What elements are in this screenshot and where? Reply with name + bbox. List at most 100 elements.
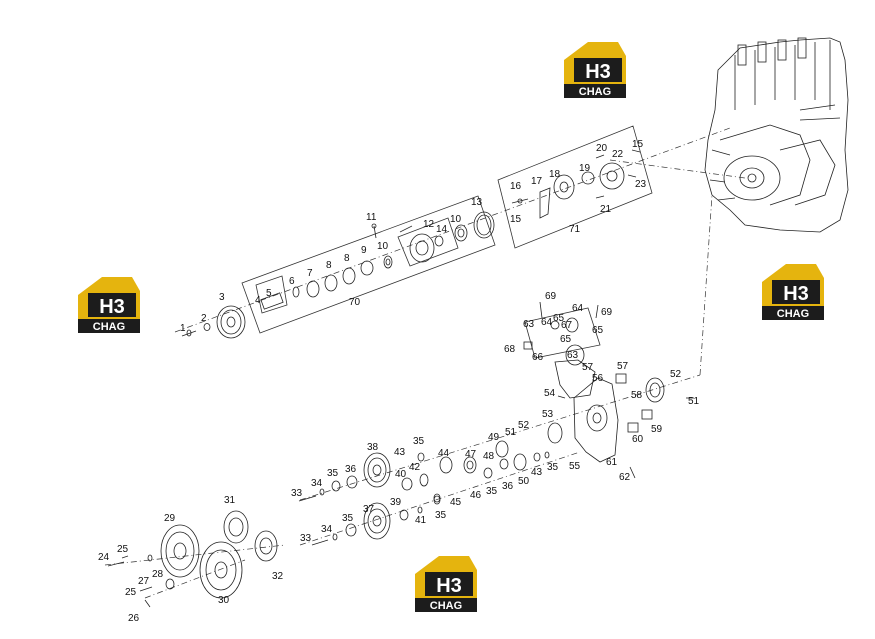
callout-30: 30: [218, 595, 230, 606]
watermark-logo-left: H3 CHAG: [74, 273, 144, 339]
callout-43a: 43: [394, 447, 406, 458]
callout-65a: 65: [553, 313, 565, 324]
callout-19: 19: [579, 163, 591, 174]
callout-44: 44: [438, 448, 450, 459]
callout-7: 7: [307, 268, 313, 279]
callout-26: 26: [128, 613, 140, 624]
callout-4: 4: [255, 295, 261, 306]
callout-27: 27: [138, 576, 150, 587]
svg-text:H3: H3: [783, 283, 809, 305]
lower-gear-parts: [107, 301, 694, 608]
callout-57b: 57: [617, 361, 629, 372]
callout-39: 39: [390, 497, 402, 508]
callout-21: 21: [600, 204, 612, 215]
callout-33a: 33: [291, 488, 303, 499]
callout-45: 45: [450, 497, 462, 508]
callout-3: 3: [219, 292, 225, 303]
callout-61: 61: [606, 457, 618, 468]
callout-25b: 25: [125, 587, 137, 598]
callout-64b: 64: [572, 303, 584, 314]
callout-35f: 35: [547, 462, 559, 473]
callout-38: 38: [367, 442, 379, 453]
callout-labels: 1 2 3 4 5 6 7 8 8 9 10 10 11 12 13 14 15…: [98, 139, 700, 624]
callout-14: 14: [436, 224, 448, 235]
callout-9: 9: [361, 245, 367, 256]
callout-71: 71: [569, 224, 581, 235]
callout-29: 29: [164, 513, 176, 524]
upper-shaft-parts: [181, 149, 641, 339]
callout-43b: 43: [531, 467, 543, 478]
callout-63a: 63: [523, 319, 535, 330]
callout-48: 48: [483, 451, 495, 462]
callout-32: 32: [272, 571, 284, 582]
callout-18: 18: [549, 169, 561, 180]
h3-logo-icon: H3 CHAG: [415, 556, 477, 612]
callout-67: 67: [561, 320, 573, 331]
watermark-logo-right: H3 CHAG: [758, 260, 828, 326]
callout-51b: 51: [688, 396, 700, 407]
callout-16: 16: [510, 181, 522, 192]
callout-5: 5: [266, 288, 272, 299]
callout-15a: 15: [510, 214, 522, 225]
h3-logo-icon: H3 CHAG: [78, 277, 140, 333]
callout-1: 1: [180, 323, 186, 334]
callout-65b: 65: [560, 334, 572, 345]
callout-42: 42: [409, 462, 421, 473]
callout-33b: 33: [300, 533, 312, 544]
callout-47: 47: [465, 449, 477, 460]
callout-25a: 25: [117, 544, 129, 555]
callout-10a: 10: [377, 241, 389, 252]
svg-text:CHAG: CHAG: [579, 86, 611, 98]
h3-logo-icon: H3 CHAG: [762, 264, 824, 320]
callout-31: 31: [224, 495, 236, 506]
callout-37: 37: [363, 504, 375, 515]
callout-69a: 69: [545, 291, 557, 302]
callout-36b: 36: [502, 481, 514, 492]
callout-41: 41: [415, 515, 427, 526]
callout-35a: 35: [327, 468, 339, 479]
callout-35c: 35: [413, 436, 425, 447]
callout-50: 50: [518, 476, 530, 487]
group-box-70: [241, 195, 496, 334]
group-box-71: [497, 125, 653, 249]
callout-49: 49: [488, 432, 500, 443]
callout-68: 68: [504, 344, 516, 355]
callout-58: 58: [631, 390, 643, 401]
callout-8a: 8: [326, 260, 332, 271]
callout-24: 24: [98, 552, 110, 563]
callout-66: 66: [532, 352, 544, 363]
callout-36a: 36: [345, 464, 357, 475]
callout-23: 23: [635, 179, 647, 190]
callout-10b: 10: [450, 214, 462, 225]
callout-35e: 35: [486, 486, 498, 497]
callout-34a: 34: [311, 478, 323, 489]
callout-13: 13: [471, 197, 483, 208]
callout-55: 55: [569, 461, 581, 472]
svg-text:H3: H3: [585, 61, 611, 83]
callout-34b: 34: [321, 524, 333, 535]
callout-54: 54: [544, 388, 556, 399]
callout-12: 12: [423, 219, 435, 230]
engine-block-drawing: [704, 37, 849, 233]
svg-text:CHAG: CHAG: [777, 308, 809, 320]
callout-22: 22: [612, 149, 624, 160]
callout-57a: 57: [582, 362, 594, 373]
callout-63b: 63: [567, 350, 579, 361]
callout-70: 70: [349, 297, 361, 308]
callout-52b: 52: [670, 369, 682, 380]
callout-65c: 65: [592, 325, 604, 336]
svg-text:H3: H3: [99, 296, 125, 318]
callout-20: 20: [596, 143, 608, 154]
callout-35b: 35: [342, 513, 354, 524]
callout-8b: 8: [344, 253, 350, 264]
callout-46: 46: [470, 490, 482, 501]
callout-17: 17: [531, 176, 543, 187]
callout-28: 28: [152, 569, 164, 580]
h3-logo-icon: H3 CHAG: [564, 42, 626, 98]
svg-text:H3: H3: [436, 575, 462, 597]
callout-64a: 64: [541, 317, 553, 328]
callout-15b: 15: [632, 139, 644, 150]
callout-51a: 51: [505, 427, 517, 438]
